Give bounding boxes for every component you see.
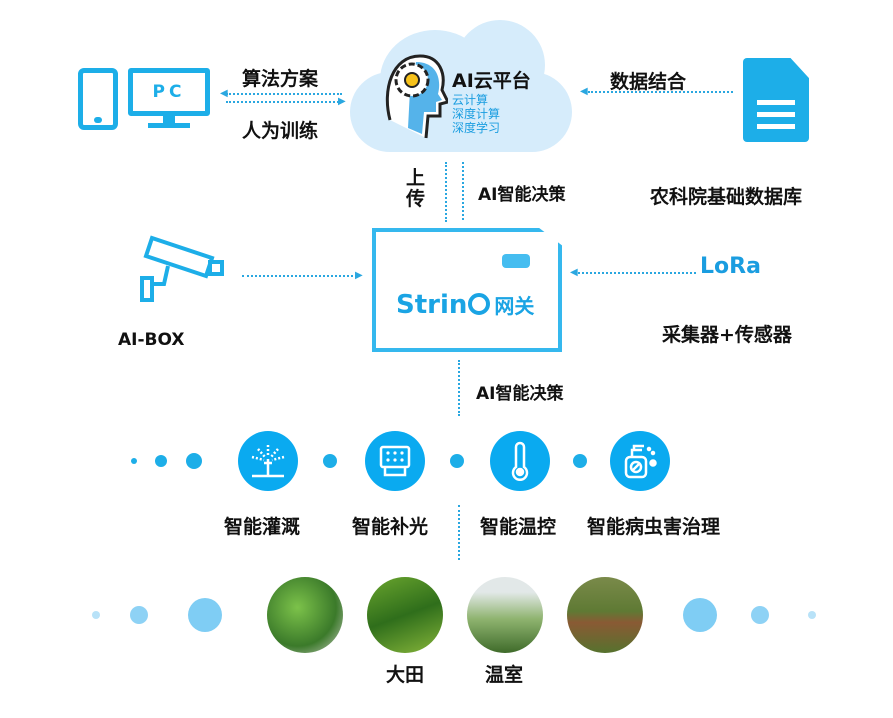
data-combine-label: 数据结合	[610, 71, 687, 93]
lora-logo: LoRa	[700, 254, 761, 279]
hydroponic-lettuce-photo	[267, 577, 343, 653]
arrow-camera-to-gateway	[242, 275, 357, 277]
collector-label: 采集器+传感器	[662, 324, 792, 346]
decision-label: AI智能决策	[478, 185, 566, 205]
function-label: 智能病虫害治理	[587, 516, 721, 538]
cloud-title: AI云平台	[452, 70, 531, 92]
scene-label: 大田	[386, 664, 425, 686]
ai-head-gear-icon	[385, 54, 448, 139]
function-label: 智能补光	[352, 516, 429, 538]
scene-label: 温室	[485, 664, 524, 686]
aibox-label: AI-BOX	[118, 330, 185, 350]
pc-label: PC	[152, 82, 186, 102]
arrow-to-scenes	[458, 505, 460, 560]
upload-label: 上传	[406, 167, 426, 210]
arrow-to-cloud	[226, 101, 342, 103]
function-label: 智能灌溉	[224, 516, 301, 538]
pasture-cattle-photo	[567, 577, 643, 653]
greenhouse-photo	[467, 577, 543, 653]
decision-label-2: AI智能决策	[476, 384, 564, 404]
cloud-line: 深度计算	[452, 107, 501, 121]
cloud-line: 云计算	[452, 93, 489, 107]
training-label: 人为训练	[242, 120, 319, 142]
grow-light-icon	[365, 431, 425, 491]
gateway-name: 网关	[494, 294, 535, 318]
phone-icon	[78, 68, 118, 130]
arrow-decision-down	[462, 162, 464, 220]
arrow-lora-to-gateway	[578, 272, 696, 274]
algorithm-label: 算法方案	[242, 68, 319, 90]
sprinkler-icon	[238, 431, 298, 491]
field-photo	[367, 577, 443, 653]
strin-logo-icon	[468, 293, 491, 315]
gateway-brand: Strin	[396, 290, 468, 320]
pc-monitor-icon: PC	[128, 68, 210, 116]
arrow-upload	[445, 162, 447, 222]
security-camera-icon	[140, 235, 224, 302]
arrow-to-pc	[226, 93, 342, 95]
database-label: 农科院基础数据库	[650, 186, 803, 208]
arrow-gateway-down	[458, 360, 460, 416]
pesticide-sprayer-icon	[610, 431, 670, 491]
thermometer-icon	[490, 431, 550, 491]
strin-gateway: Strin 网关	[372, 228, 562, 352]
function-label: 智能温控	[480, 516, 557, 538]
arrow-db-to-cloud	[588, 91, 733, 93]
cloud-line: 深度学习	[452, 121, 501, 135]
document-icon	[743, 58, 809, 142]
